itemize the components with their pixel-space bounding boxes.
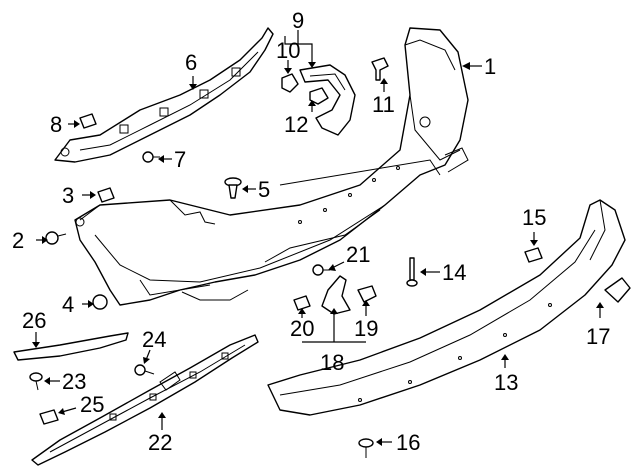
callout-24: 24 [142,327,166,352]
callout-13: 13 [494,370,518,395]
callout-25: 25 [80,392,104,417]
callout-20: 20 [290,316,314,341]
callout-7: 7 [174,147,186,172]
callout-labels: 1 2 3 4 5 6 7 8 9 10 11 12 13 14 15 16 1… [12,8,610,455]
callout-22: 22 [148,430,172,455]
bolt-24 [134,364,155,376]
plug-4 [92,294,108,310]
callout-23: 23 [62,369,86,394]
bracket-assembly-18 [293,275,377,315]
screw-7 [142,151,160,163]
callout-11: 11 [372,92,395,117]
callout-5: 5 [258,177,270,202]
screw-23 [29,372,43,391]
lower-bracket [31,334,259,466]
callout-19: 19 [354,316,378,341]
molding-26 [13,332,129,361]
callout-2: 2 [12,228,24,253]
callout-8: 8 [50,112,62,137]
callout-21: 21 [346,242,370,267]
bumper-cover [74,27,469,306]
callout-6: 6 [185,50,197,75]
clip-nut-3 [97,187,115,203]
clip-nut-8 [79,113,97,129]
callout-15: 15 [522,205,546,230]
screw-21 [312,264,330,276]
screw-16 [358,438,374,458]
callout-17: 17 [586,324,610,349]
callout-26: 26 [22,308,46,333]
callout-12: 12 [284,112,308,137]
upper-bracket [54,27,274,163]
callout-18: 18 [320,350,344,375]
bolt-2 [45,231,67,245]
push-clip-11 [371,57,389,81]
callout-9: 9 [292,8,304,33]
callout-4: 4 [62,292,74,317]
nut-15 [524,247,543,263]
callout-10: 10 [276,38,300,63]
leader-lines [32,30,604,446]
callout-1: 1 [484,54,496,79]
cover-17 [604,277,631,303]
callout-16: 16 [396,430,420,455]
side-bracket-group [281,64,356,136]
callout-14: 14 [442,260,466,285]
push-pin-5 [224,177,242,199]
clip-25 [39,409,59,425]
rivet-14 [406,257,418,287]
callout-3: 3 [62,183,74,208]
lower-valance [267,199,626,416]
